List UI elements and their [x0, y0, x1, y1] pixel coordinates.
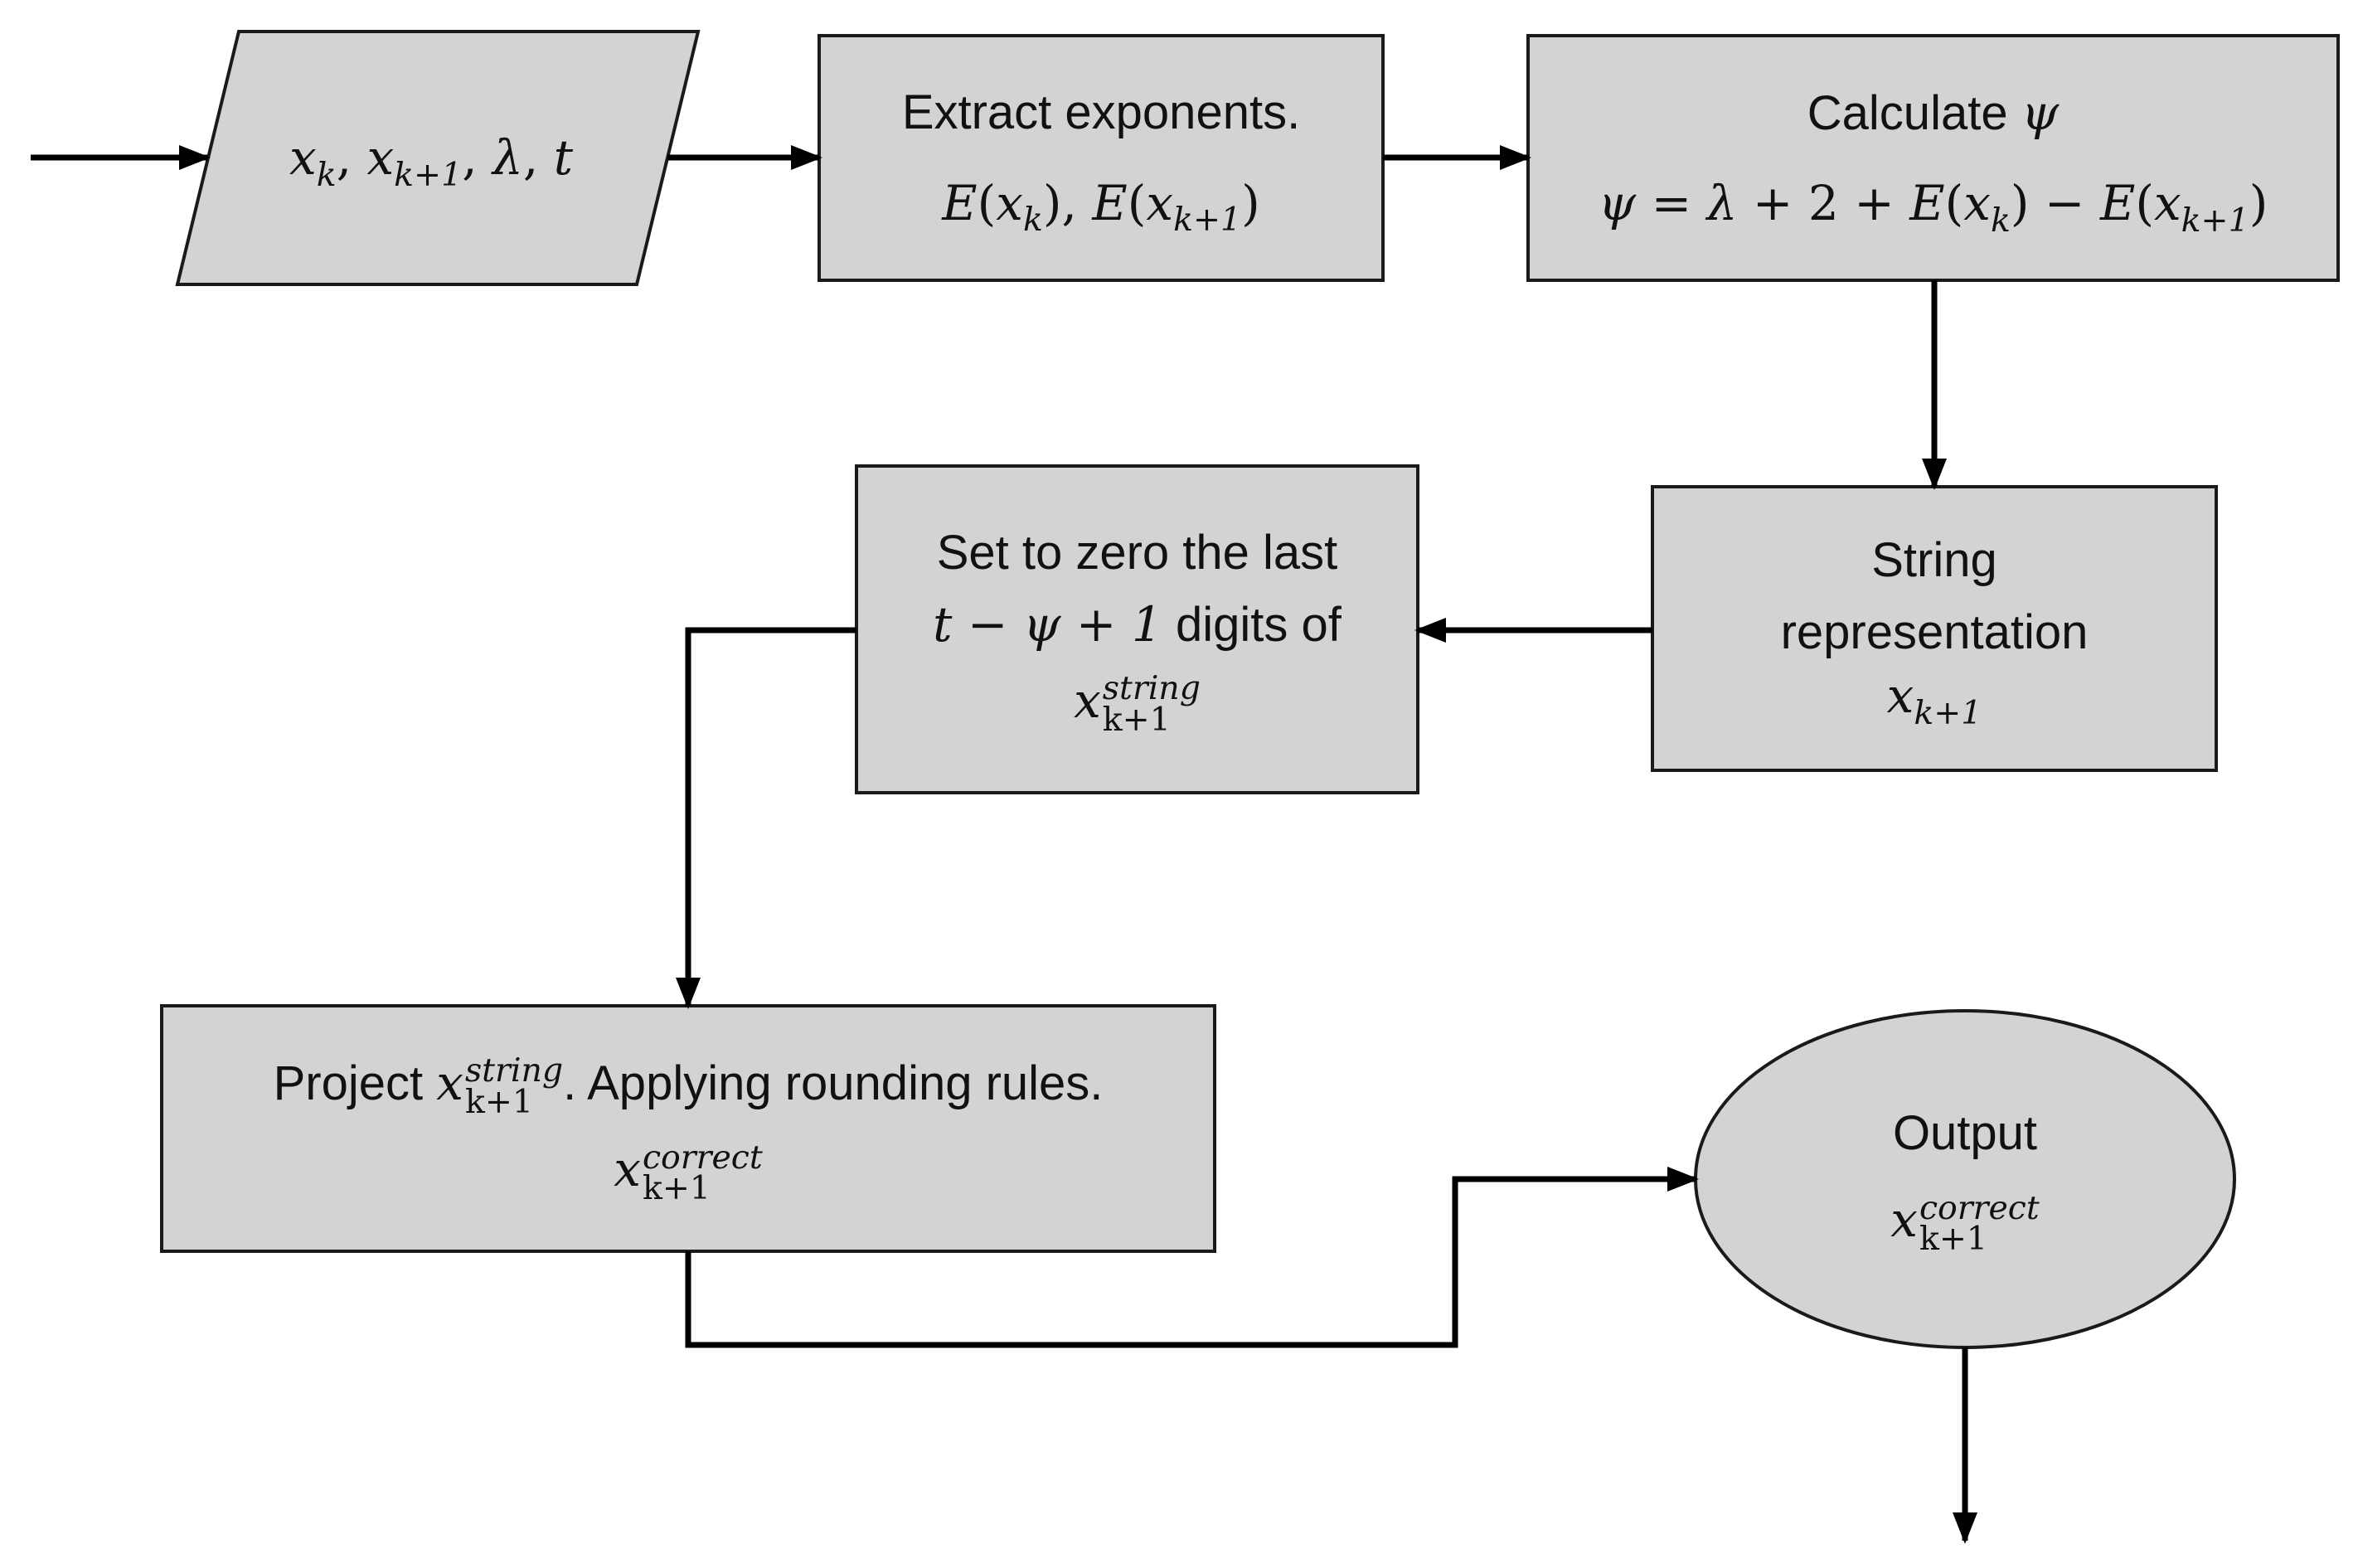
input-variables: xk, xk+1, λ, t — [289, 129, 574, 194]
set-zero-digits-box — [855, 464, 1419, 794]
string-representation-box — [1651, 485, 2218, 772]
string-rep-variable: xk+1 — [1886, 667, 1982, 733]
extract-formula: E(xk), E(xk+1) — [942, 174, 1260, 240]
set-zero-label: Set to zero the last t − ψ + 1 digits of… — [856, 466, 1418, 793]
extract-title: Extract exponents. — [901, 85, 1301, 139]
calculate-psi-label: Calculate ψ ψ = λ + 2 + E(xk) − E(xk+1) — [1528, 36, 2338, 280]
string-rep-line2: representation — [1780, 604, 2089, 659]
input-parallelogram — [175, 30, 701, 286]
string-rep-line1: String — [1871, 533, 1997, 588]
arrow-project-to-output — [685, 1167, 1699, 1348]
project-rounding-box — [160, 1004, 1216, 1253]
extract-exponents-label: Extract exponents. E(xk), E(xk+1) — [819, 36, 1383, 280]
output-title: Output — [1892, 1105, 2038, 1160]
set-zero-line1: Set to zero the last — [936, 525, 1338, 580]
psi-formula: ψ = λ + 2 + E(xk) − E(xk+1) — [1598, 175, 2268, 240]
arrow-setzero-to-project — [676, 627, 856, 1009]
string-representation-label: String representation xk+1 — [1652, 487, 2216, 770]
extract-exponents-box — [818, 34, 1385, 282]
set-zero-line2: t − ψ + 1 digits of — [933, 596, 1342, 653]
calculate-title: Calculate ψ — [1807, 84, 2060, 141]
input-label: xk, xk+1, λ, t — [216, 33, 647, 282]
